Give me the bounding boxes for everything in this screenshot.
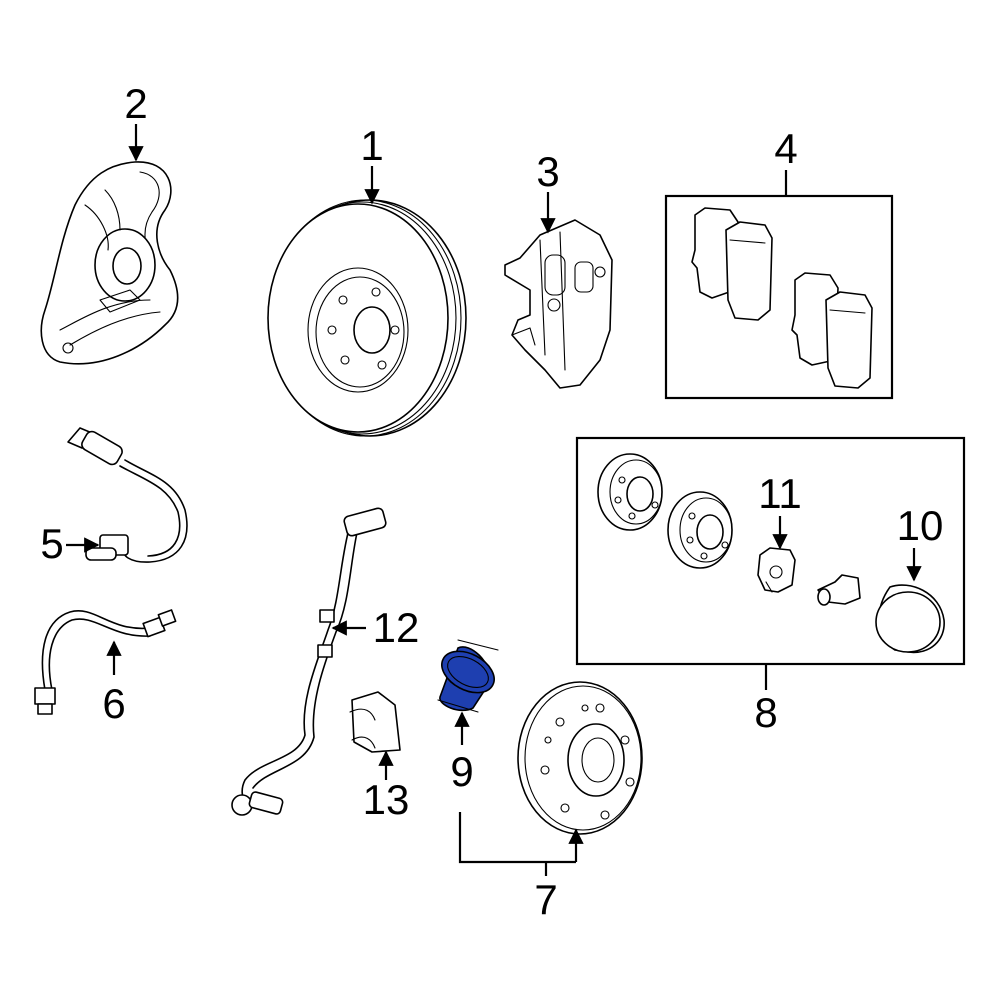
part-4-brake-pads[interactable]: [691, 207, 873, 389]
leader-7-bracket: [458, 812, 576, 864]
part-10-hub-cap[interactable]: [875, 584, 945, 654]
callout-7: 7: [534, 876, 557, 923]
callout-9: 9: [450, 748, 473, 795]
callout-4: 4: [774, 125, 797, 172]
callout-3: 3: [536, 148, 559, 195]
callout-12: 12: [373, 604, 420, 651]
part-8-bearing-kit[interactable]: [597, 453, 861, 606]
callout-6: 6: [102, 680, 125, 727]
callout-11: 11: [758, 470, 802, 517]
callout-5: 5: [40, 520, 63, 567]
part-2-dust-shield[interactable]: [40, 161, 179, 365]
part-11-lock-washer[interactable]: [757, 547, 796, 593]
part-4-box: [664, 194, 894, 400]
part-8-box: [575, 436, 966, 666]
callout-1: 1: [360, 122, 383, 169]
part-12-abs-sensor[interactable]: [231, 507, 387, 816]
part-9-grease-cap[interactable]: [435, 639, 501, 713]
part-13-clip[interactable]: [349, 691, 401, 753]
part-3-brake-caliper[interactable]: [504, 219, 613, 389]
part-7-wheel-hub[interactable]: [517, 681, 643, 835]
part-5-pad-wear-sensor[interactable]: [67, 427, 188, 563]
part-1-brake-rotor[interactable]: [267, 199, 467, 437]
callout-13: 13: [363, 776, 410, 823]
part-6-brake-hose[interactable]: [34, 609, 177, 715]
callout-8: 8: [754, 689, 777, 736]
callout-10: 10: [897, 502, 944, 549]
callout-2: 2: [124, 80, 147, 127]
part-9-rim: [441, 650, 495, 694]
